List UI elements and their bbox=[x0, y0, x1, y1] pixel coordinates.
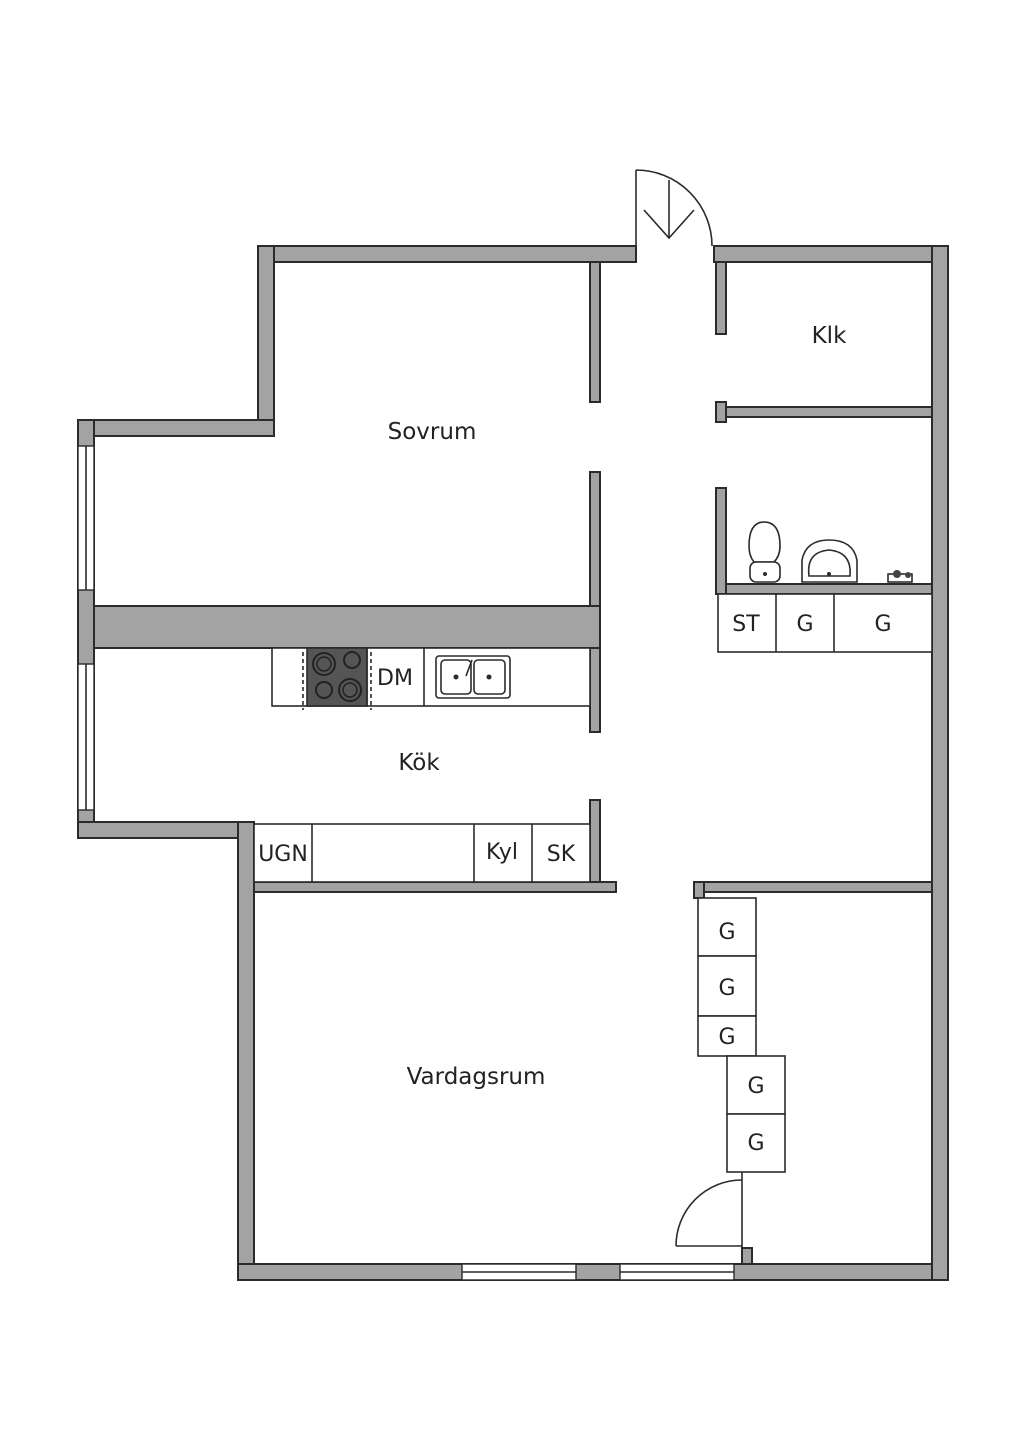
window-living-right bbox=[619, 1263, 735, 1281]
fixture-label-g: G bbox=[718, 976, 735, 1001]
room-label-klk: Klk bbox=[812, 323, 847, 349]
living-room-door bbox=[675, 1172, 743, 1248]
fixture-label-g: G bbox=[796, 612, 813, 637]
fixture-label-sk: SK bbox=[547, 842, 576, 867]
interior-walls bbox=[93, 261, 933, 1265]
living-wardrobes bbox=[697, 897, 786, 1173]
hallway-storage bbox=[717, 593, 933, 653]
kitchen-sink-icon bbox=[435, 655, 511, 699]
toilet-icon bbox=[748, 521, 781, 583]
entrance-arrow-icon bbox=[643, 180, 695, 240]
fixture-label-g: G bbox=[718, 1025, 735, 1050]
entrance-door bbox=[635, 169, 715, 262]
room-label-sovrum: Sovrum bbox=[388, 419, 477, 445]
outer-walls bbox=[77, 245, 949, 1281]
fixture-label-dm: DM bbox=[377, 666, 413, 691]
fixture-label-g: G bbox=[747, 1131, 764, 1156]
fixture-label-g: G bbox=[747, 1074, 764, 1099]
faucet-icon bbox=[887, 570, 913, 583]
washbasin-icon bbox=[801, 539, 858, 583]
window-bedroom bbox=[77, 445, 95, 591]
fixture-label-ugn: UGN bbox=[258, 842, 308, 867]
window-kitchen bbox=[77, 663, 95, 811]
fixture-label-g: G bbox=[874, 612, 891, 637]
fixture-label-st: ST bbox=[732, 612, 760, 637]
fixture-label-kyl: Kyl bbox=[486, 840, 518, 865]
room-label-vardagsrum: Vardagsrum bbox=[407, 1064, 546, 1090]
window-living-left bbox=[461, 1263, 577, 1281]
fixture-label-g: G bbox=[718, 920, 735, 945]
room-label-kok: Kök bbox=[398, 750, 440, 776]
kitchen-counter-bottom bbox=[253, 823, 591, 883]
stove-icon bbox=[302, 651, 372, 710]
